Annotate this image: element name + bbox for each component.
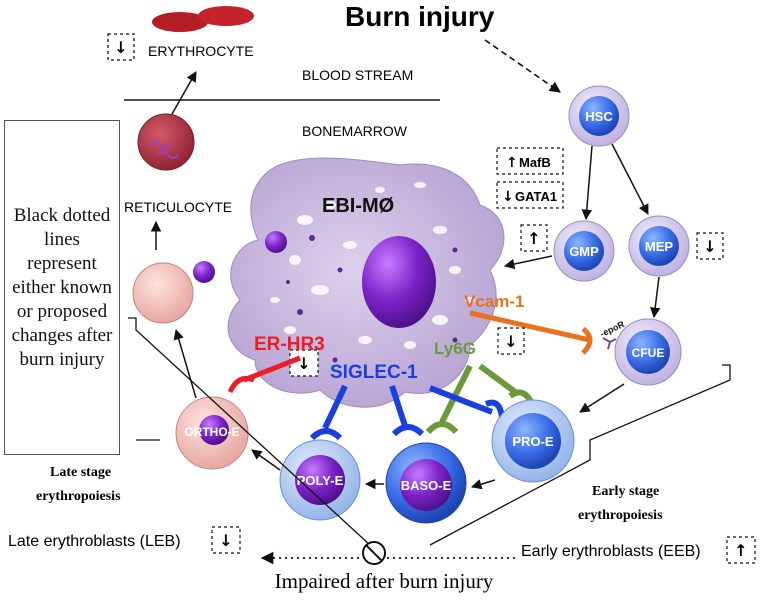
early-stage-label-line1: Early stage	[592, 484, 659, 499]
prohibited-icon-slash	[365, 544, 383, 562]
eeb-up-box	[726, 536, 756, 564]
erythrocyte-cell-2	[198, 6, 254, 26]
reticulocyte-inclusion-2	[157, 151, 179, 159]
ebi-macrophage-label: EBI-MØ	[322, 195, 394, 217]
mep-cell-nucleus	[639, 226, 679, 266]
siglec1-to-poly	[322, 384, 348, 430]
gmp-to-macrophage-arrow	[503, 255, 553, 270]
er-hr3-cup	[227, 376, 255, 394]
gmp-cell-nucleus	[564, 231, 604, 271]
enucleating-erythroblast	[132, 262, 194, 324]
poly-to-ortho-arrow	[251, 449, 281, 471]
mep-label: MEP	[645, 239, 674, 254]
cfue-to-pro-e-arrow	[579, 383, 625, 413]
late-stage-label-line1: Late stage	[50, 465, 111, 480]
bonemarrow-label: BONEMARROW	[302, 123, 408, 139]
extruded-nucleus	[193, 261, 215, 283]
eeb-label: Early erythroblasts (EEB)	[521, 543, 701, 560]
vcam1-down-arrow: ↓	[504, 332, 517, 351]
mep-down-box	[696, 232, 724, 260]
mafb-label: MafB	[519, 155, 551, 170]
early-stage-label-line2: erythropoiesis	[578, 508, 663, 523]
ly6g-label: Ly6G	[434, 339, 476, 358]
poly-e-nucleus	[295, 455, 345, 505]
macrophage-granules	[286, 235, 458, 363]
gmp-label: GMP	[569, 244, 599, 259]
siglec1-down-box	[289, 349, 319, 377]
gmp-up-arrow: ↑	[527, 229, 540, 248]
poly-e-label: POLY-E	[297, 473, 344, 488]
burn-to-hsc-arrow	[484, 39, 561, 93]
macrophage-small-inclusion	[265, 231, 287, 253]
title: Burn injury	[345, 1, 495, 32]
hsc-label: HSC	[585, 109, 613, 124]
pro-e-label: PRO-E	[512, 434, 554, 449]
leb-down-box	[211, 526, 241, 554]
late-stage-label-line2: erythropoiesis	[36, 489, 121, 504]
ortho-e-label: ORTHO-E	[184, 425, 239, 439]
gata1-label: GATA1	[515, 189, 557, 204]
erythrocyte-label: ERYTHROCYTE	[148, 43, 254, 59]
ortho-to-enucleating-arrow	[173, 328, 197, 399]
macrophage-nucleus	[362, 236, 436, 328]
reticulocyte-to-erythrocyte-arrow	[171, 71, 197, 115]
cfue-label: CFUE	[632, 346, 665, 360]
erythrocyte-down-box	[107, 33, 135, 61]
siglec1-down-arrow: ↓	[297, 354, 310, 373]
gata1-down-arrow: ↓	[502, 189, 514, 205]
hsc-to-mep-arrow	[611, 143, 649, 215]
ly6g-receptor-to-baso	[439, 364, 473, 424]
baso-e-label: BASO-E	[401, 478, 452, 493]
eeb-up-arrow: ↑	[734, 541, 747, 560]
late-stage-bracket	[128, 317, 371, 546]
mep-down-arrow: ↓	[703, 237, 716, 256]
pro-to-baso-arrow	[470, 479, 496, 490]
er-hr3-label: ER-HR3	[254, 334, 325, 355]
erythrocyte-cell-1	[152, 12, 208, 32]
vcam1-down-box	[497, 327, 525, 355]
siglec1-cup-baso	[391, 424, 425, 437]
vcam1-label: Vcam-1	[464, 292, 524, 311]
gmp-up-box	[520, 224, 548, 252]
ortho-e-nucleus	[199, 415, 229, 445]
siglec1-to-baso	[389, 385, 408, 427]
leb-down-arrow: ↓	[219, 531, 232, 550]
vcam1-receptor-cup	[581, 326, 593, 355]
reticulocyte-label: RETICULOCYTE	[124, 199, 232, 215]
legend-text: Black dotted lines represent either know…	[11, 204, 113, 370]
mafb-box	[496, 147, 564, 175]
reticulocyte-inclusion-1	[149, 141, 171, 149]
mep-to-cfue-arrow	[649, 276, 661, 319]
ly6g-cup-baso	[425, 421, 459, 435]
mafb-up-arrow: ↑	[506, 155, 518, 171]
blood-stream-label: BLOOD STREAM	[302, 67, 413, 83]
hsc-to-gmp-arrow	[581, 145, 593, 221]
hsc-cell-nucleus	[579, 96, 619, 136]
siglec1-cup-poly	[309, 428, 343, 441]
ly6g-receptor-to-pro	[478, 363, 520, 397]
epor-receptor	[602, 337, 617, 350]
pro-e-nucleus	[505, 413, 561, 469]
macrophage-vacuoles	[270, 182, 475, 349]
siglec1-label: SIGLEC-1	[330, 362, 418, 383]
leb-label: Late erythroblasts (LEB)	[8, 533, 181, 550]
siglec1-to-pro	[428, 385, 494, 415]
impaired-label: Impaired after burn injury	[275, 569, 494, 593]
vcam1-receptor	[469, 310, 591, 343]
er-hr3-receptor	[243, 355, 301, 383]
reticulocyte-cell	[137, 113, 195, 171]
erythrocyte-down-arrow: ↓	[114, 38, 127, 57]
legend-box: Black dotted lines represent either know…	[4, 120, 120, 455]
baso-e-nucleus	[400, 459, 452, 511]
cfue-cell-nucleus	[626, 330, 670, 374]
early-stage-bracket	[429, 364, 731, 546]
gata1-box	[496, 181, 564, 209]
